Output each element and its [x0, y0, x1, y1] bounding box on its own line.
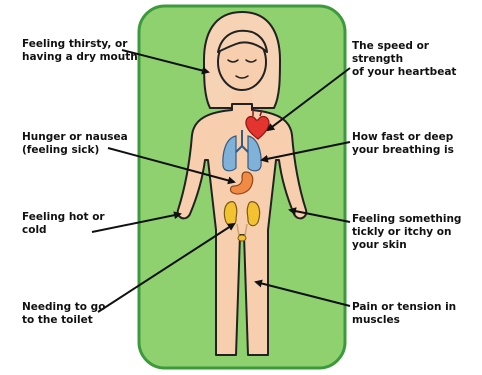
label-temperature: Feeling hot or cold	[22, 211, 105, 237]
label-skin: Feeling something tickly or itchy on you…	[352, 213, 461, 252]
label-toilet: Needing to go to the toilet	[22, 301, 105, 327]
label-breathing: How fast or deep your breathing is	[352, 131, 454, 157]
label-thirst: Feeling thirsty, or having a dry mouth	[22, 38, 138, 64]
label-hunger: Hunger or nausea (feeling sick)	[22, 131, 128, 157]
label-muscles: Pain or tension in muscles	[352, 301, 456, 327]
label-heartbeat: The speed or strength of your heartbeat	[352, 40, 482, 79]
